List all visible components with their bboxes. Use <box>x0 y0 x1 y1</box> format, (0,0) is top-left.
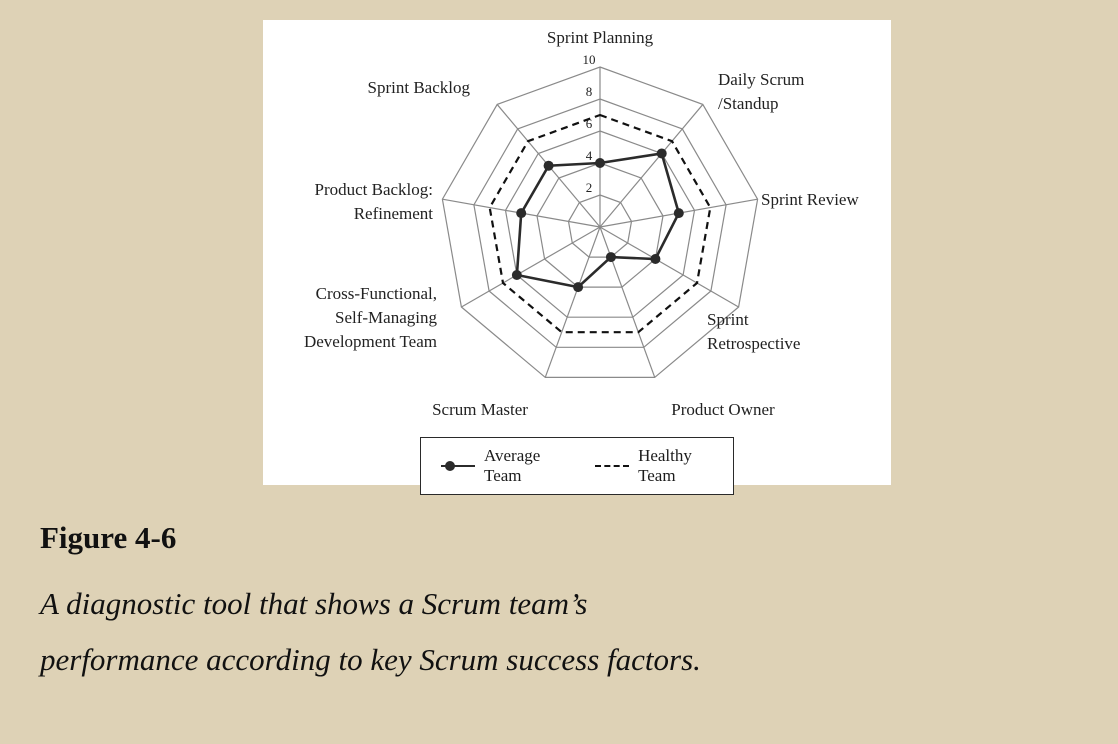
figure-caption: A diagnostic tool that shows a Scrum tea… <box>40 576 1080 688</box>
average-team-marker <box>543 160 554 171</box>
legend-item-average-team: Average Team <box>441 446 561 486</box>
axis-spoke <box>599 104 704 228</box>
average-team-marker-icon <box>441 460 475 472</box>
legend-label-healthy-team: Healthy Team <box>638 446 692 485</box>
tick-label: 6 <box>586 116 593 131</box>
tick-label: 4 <box>586 148 593 163</box>
tick-label: 10 <box>583 52 596 67</box>
axis-spoke <box>461 226 601 308</box>
grid-ring <box>473 98 727 348</box>
figure-block: Figure 4-6 A diagnostic tool that shows … <box>40 520 1080 688</box>
healthy-team-line <box>488 113 712 334</box>
tick-label: 2 <box>586 180 593 195</box>
legend-item-healthy-team: Healthy Team <box>595 446 713 486</box>
grid-ring <box>441 66 759 378</box>
average-team-marker <box>650 254 661 264</box>
average-team-marker <box>595 158 605 168</box>
average-team-marker <box>605 252 616 263</box>
figure-caption-line2: performance according to key Scrum succe… <box>40 642 701 677</box>
tick-label: 8 <box>586 84 593 99</box>
average-team-marker <box>656 148 667 159</box>
marker-dot-icon <box>445 461 455 471</box>
grid-ring <box>567 194 633 258</box>
axis-spoke <box>599 226 656 378</box>
average-team-marker <box>573 282 584 293</box>
axis-spoke <box>599 226 739 308</box>
grid-ring <box>504 130 696 318</box>
figure-label: Figure 4-6 <box>40 520 177 555</box>
grid-ring <box>536 162 664 288</box>
figure-caption-line1: A diagnostic tool that shows a Scrum tea… <box>40 586 588 621</box>
legend: Average Team Healthy Team <box>420 437 734 495</box>
radar-chart: 2 4 6 8 10 <box>441 52 759 378</box>
axis-spoke <box>544 226 601 378</box>
legend-label-average-team: Average Team <box>484 446 541 485</box>
healthy-team-marker-icon <box>595 460 630 472</box>
average-team-line <box>515 152 681 289</box>
average-team-marker <box>511 270 522 280</box>
average-team-marker <box>673 208 684 219</box>
average-team-marker <box>516 208 527 219</box>
